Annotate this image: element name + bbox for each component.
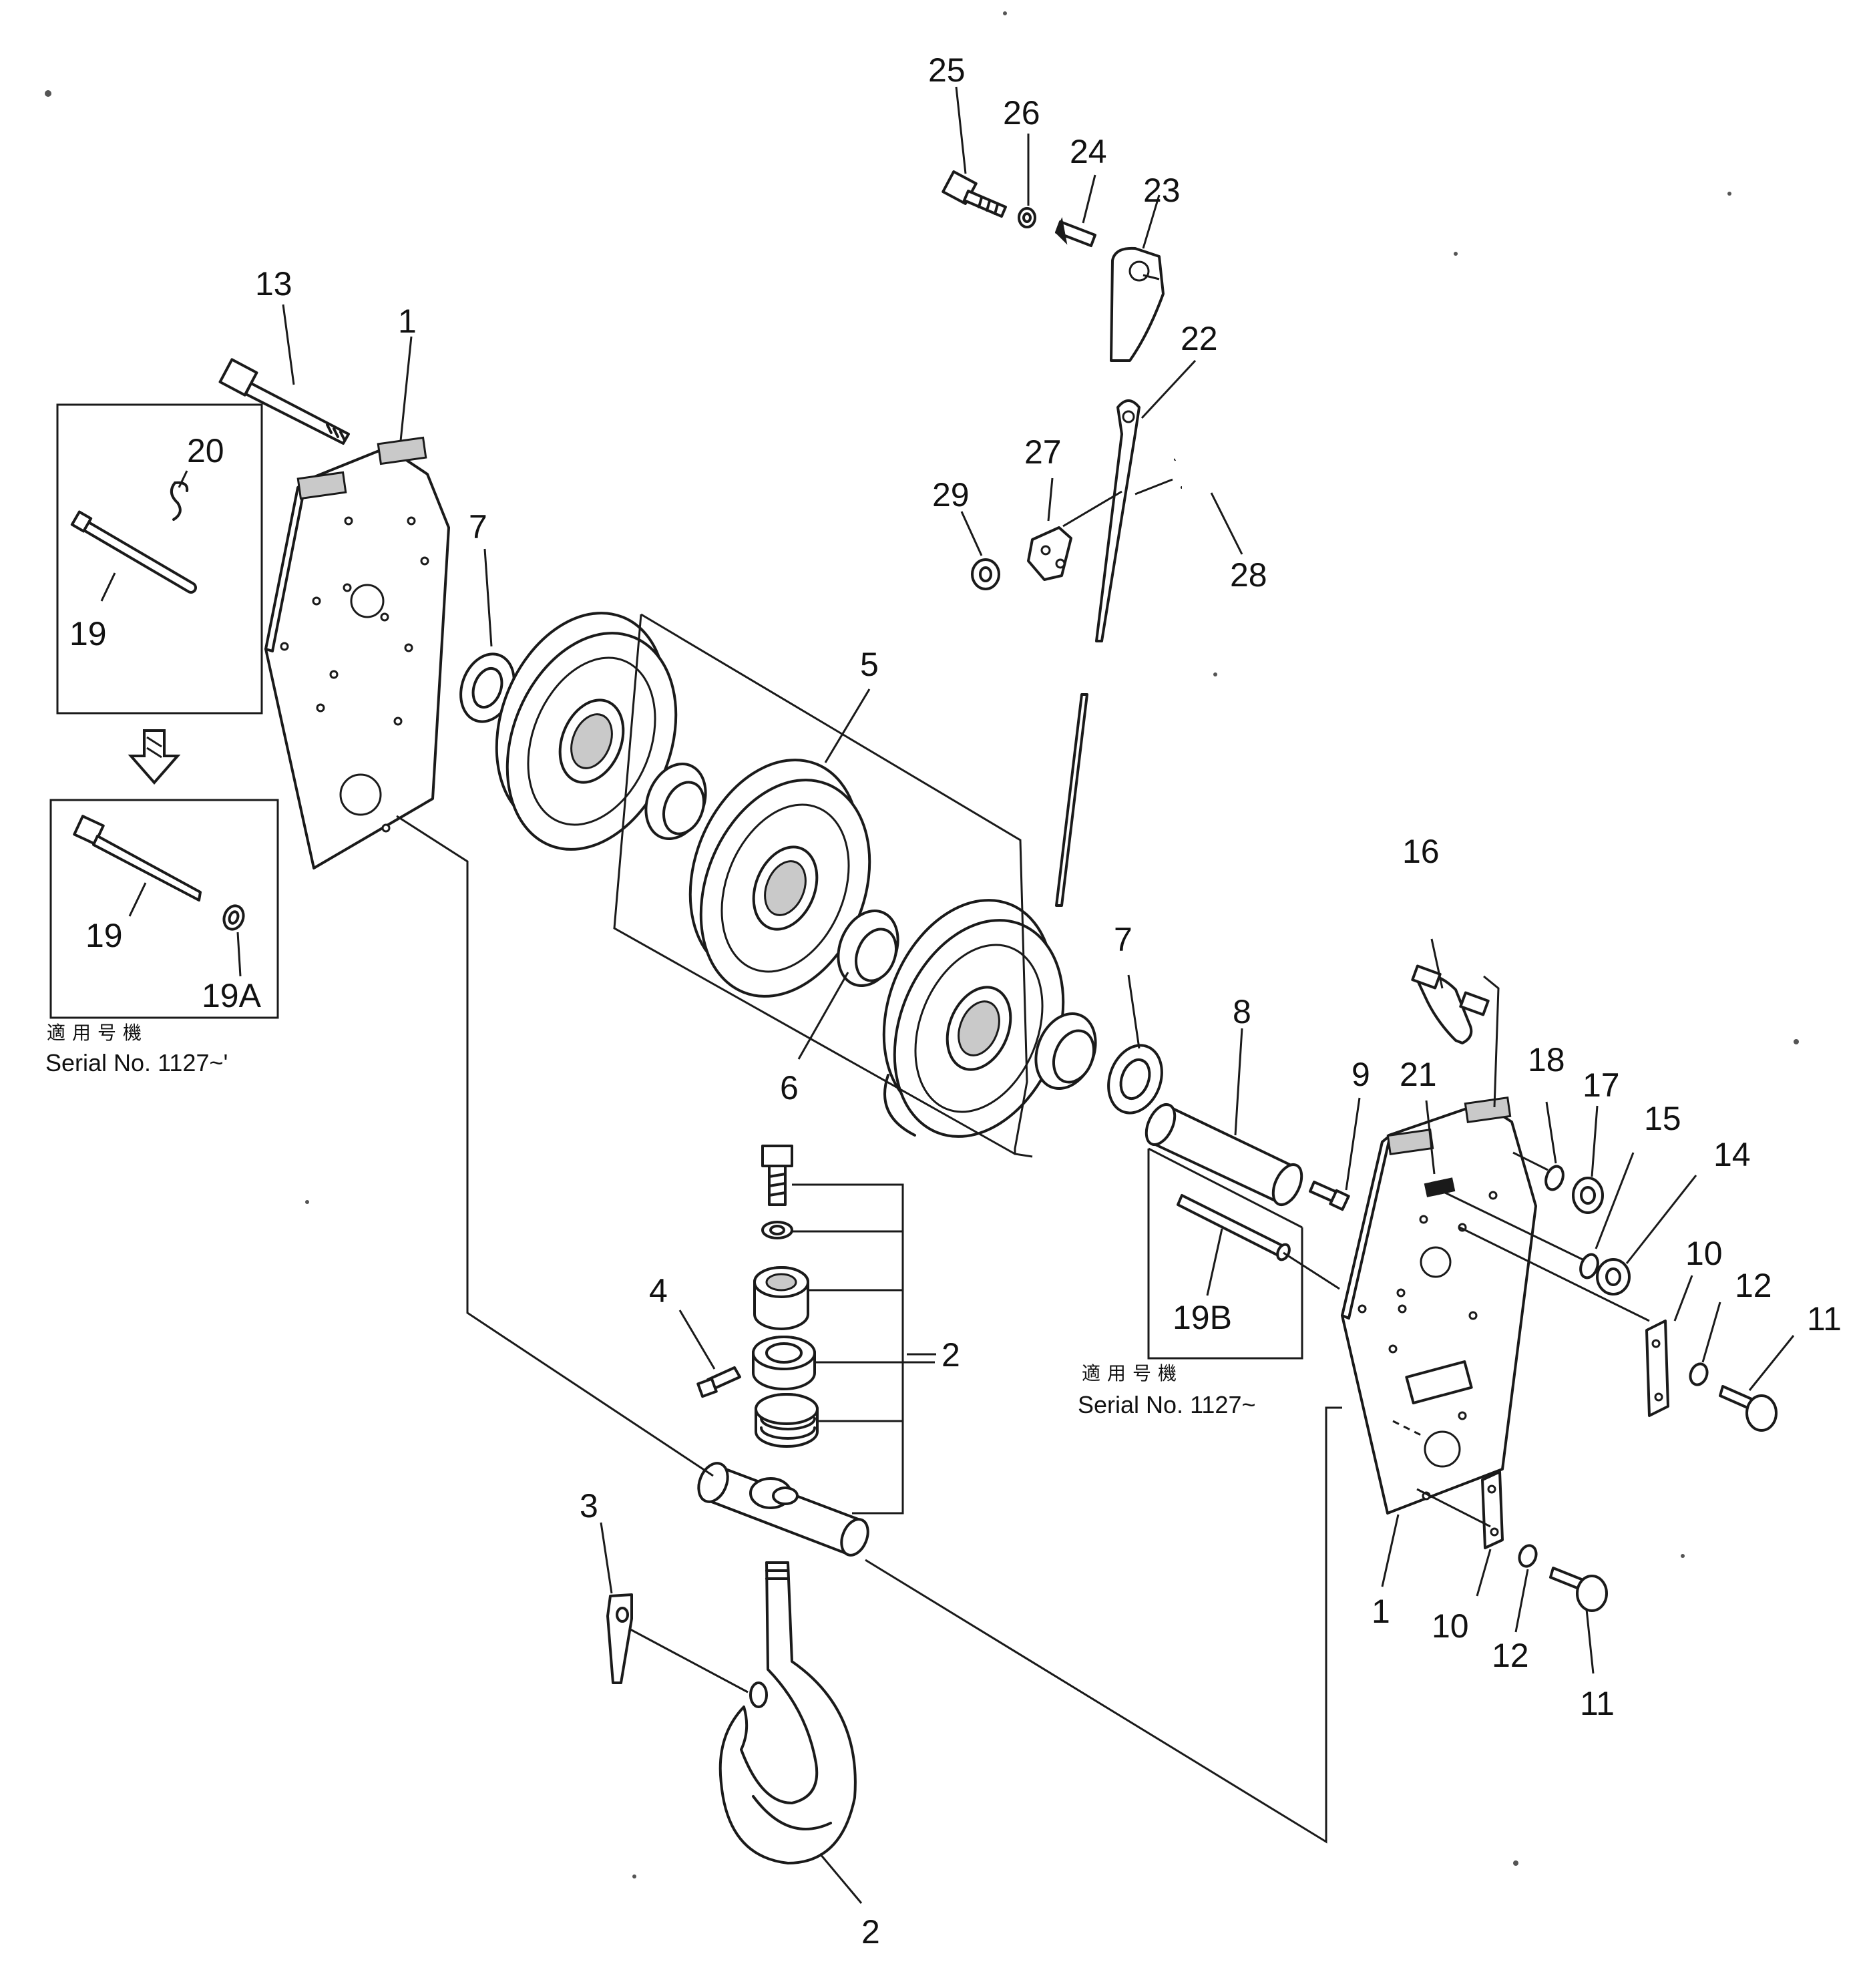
label-8: 8 xyxy=(1233,993,1251,1030)
note-left-jp: 適用号機 xyxy=(47,1022,148,1044)
hook-pin-2 xyxy=(697,1462,869,1557)
label-6: 6 xyxy=(780,1069,799,1107)
label-22: 22 xyxy=(1181,320,1218,357)
hook-2 xyxy=(718,1561,863,1904)
bolt-25 xyxy=(942,86,1007,218)
note-left-serial: Serial No. 1127~' xyxy=(45,1049,228,1076)
washer-12-lower xyxy=(1518,1544,1538,1568)
label-1-bottom: 1 xyxy=(1372,1593,1390,1630)
label-29: 29 xyxy=(932,476,970,514)
label-25: 25 xyxy=(928,51,966,89)
label-28: 28 xyxy=(1230,556,1267,594)
bearing-7-right-inner xyxy=(1034,1012,1097,1090)
bolt-2-stack xyxy=(752,1145,819,1448)
note-left: 適用号機 Serial No. 1127~' xyxy=(45,1022,228,1076)
washer-26 xyxy=(1018,134,1036,228)
label-15: 15 xyxy=(1644,1100,1681,1137)
label-12-lower: 12 xyxy=(1492,1637,1529,1674)
inset-box-old-pin xyxy=(56,403,263,715)
note-right: 適用号機 Serial No. 1127~ xyxy=(1078,1362,1256,1418)
label-5: 5 xyxy=(860,646,879,683)
lever-22 xyxy=(1095,359,1197,642)
sheave-group-bracket xyxy=(640,613,1033,1158)
sheave-5-c xyxy=(882,899,1065,1138)
label-10-lower: 10 xyxy=(1432,1607,1469,1645)
leader-pin-to-plate xyxy=(865,1406,1342,1844)
leader-plate-to-pin xyxy=(396,815,714,1477)
label-4: 4 xyxy=(649,1272,668,1310)
label-27: 27 xyxy=(1024,433,1062,471)
label-19A: 19A xyxy=(202,977,262,1014)
bearing-6-b xyxy=(837,909,899,988)
label-7-right: 7 xyxy=(1114,921,1132,958)
spring-16 xyxy=(1411,938,1490,1044)
label-9: 9 xyxy=(1352,1056,1370,1093)
sheave-5-a xyxy=(495,612,678,851)
label-3: 3 xyxy=(580,1487,598,1525)
label-12-upper: 12 xyxy=(1735,1267,1772,1304)
bolt-11-upper xyxy=(1719,1385,1778,1432)
label-11-lower: 11 xyxy=(1580,1685,1615,1722)
label-20: 20 xyxy=(187,432,224,469)
pin-24 xyxy=(1055,174,1096,247)
label-13: 13 xyxy=(255,265,292,303)
label-11-upper: 11 xyxy=(1807,1300,1842,1338)
label-26: 26 xyxy=(1003,94,1040,132)
clevis-23 xyxy=(1110,194,1165,362)
washer-15 xyxy=(1579,1253,1599,1279)
grease-fitting-4 xyxy=(678,1310,741,1398)
u-bolt-28 xyxy=(1134,451,1243,555)
label-19-top: 19 xyxy=(69,615,107,652)
label-16: 16 xyxy=(1402,833,1440,870)
inset-box-19B xyxy=(1147,1147,1340,1360)
leader-lines xyxy=(282,304,1436,1356)
label-21: 21 xyxy=(1400,1056,1437,1093)
note-right-serial: Serial No. 1127~ xyxy=(1078,1391,1256,1418)
bracket-27 xyxy=(1027,477,1122,581)
pin-19-new xyxy=(73,815,202,902)
label-19-bottom: 19 xyxy=(85,917,123,954)
lever-rod xyxy=(1055,693,1088,907)
side-plate-right xyxy=(1341,1096,1537,1515)
label-18: 18 xyxy=(1528,1041,1565,1078)
latch-3 xyxy=(600,1522,749,1694)
nut-17 xyxy=(1572,1177,1604,1214)
bearing-7-left xyxy=(459,652,515,723)
label-23: 23 xyxy=(1143,172,1181,209)
bolt-11-lower xyxy=(1549,1567,1608,1612)
pin-21 xyxy=(1424,1179,1450,1197)
label-24: 24 xyxy=(1070,133,1107,170)
bearing-6-a xyxy=(644,762,707,841)
label-2-bottom: 2 xyxy=(861,1913,880,1951)
washer-12-upper xyxy=(1689,1362,1709,1386)
label-14: 14 xyxy=(1713,1136,1751,1173)
washer-18 xyxy=(1544,1165,1565,1191)
shaft-8 xyxy=(1145,1103,1303,1206)
nut-14 xyxy=(1596,1258,1631,1296)
inset-box-new-pin xyxy=(49,799,279,1019)
label-17: 17 xyxy=(1583,1066,1620,1104)
grease-fitting-9 xyxy=(1309,1181,1350,1211)
label-2-right: 2 xyxy=(942,1336,960,1374)
bolt-13 xyxy=(218,358,350,445)
side-plate-left xyxy=(264,436,450,869)
label-10-upper: 10 xyxy=(1685,1235,1723,1272)
label-1-top: 1 xyxy=(398,303,417,340)
pin-19 xyxy=(70,510,197,594)
nut-29 xyxy=(960,511,1000,590)
label-7-left: 7 xyxy=(469,508,487,546)
lock-plate-10-lower xyxy=(1481,1470,1504,1549)
note-right-jp: 適用号機 xyxy=(1082,1362,1183,1384)
down-arrow-icon xyxy=(128,729,181,785)
callout-labels: 25 26 24 23 13 1 22 20 27 29 7 28 19 5 1… xyxy=(69,51,1842,1951)
lock-plate-10-upper xyxy=(1645,1320,1669,1417)
cotter-pin-20 xyxy=(170,481,189,521)
label-19B: 19B xyxy=(1173,1299,1232,1336)
bearing-7-right xyxy=(1107,1044,1163,1115)
scan-specks xyxy=(45,11,1799,1878)
